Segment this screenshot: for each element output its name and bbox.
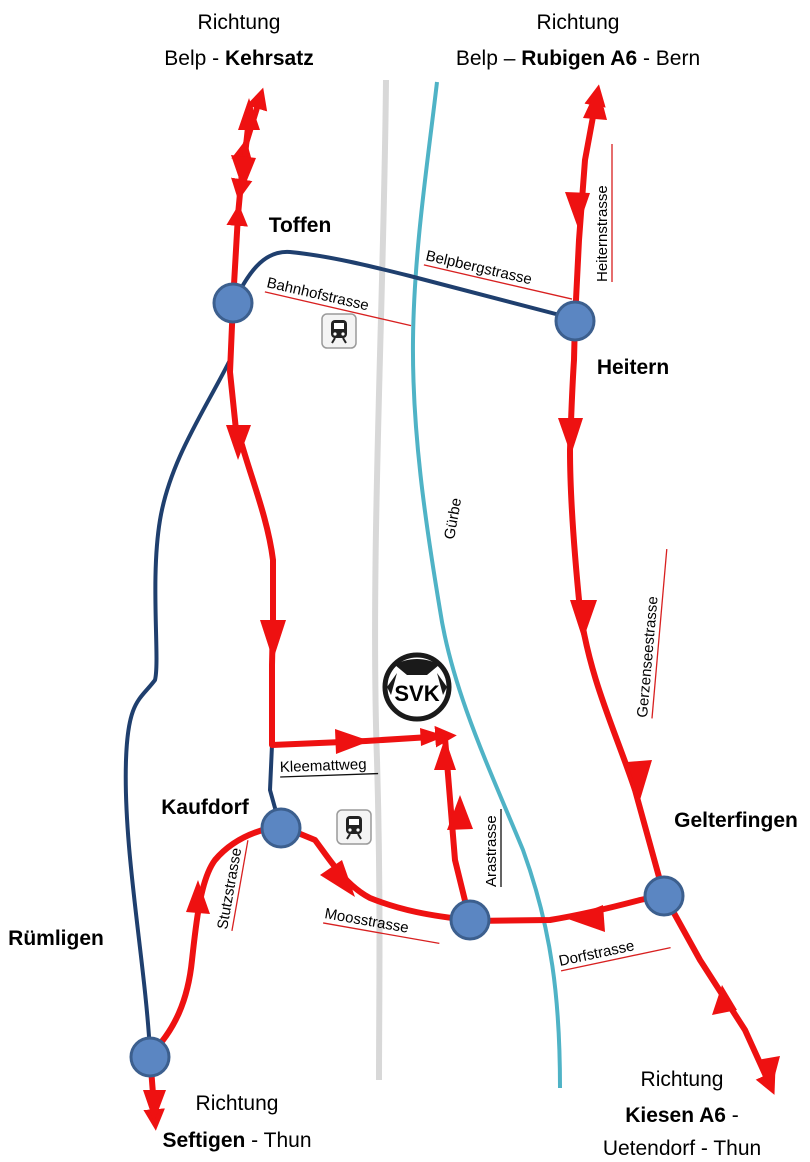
direction-ne-line2: Belp – Rubigen A6 - Bern xyxy=(456,47,700,70)
stop-gelterfingen[interactable] xyxy=(643,875,685,917)
direction-sw-line2: Seftigen - Thun xyxy=(163,1129,312,1152)
arrow-heitern-s-2 xyxy=(570,600,597,640)
direction-se-line2: Kiesen A6 - xyxy=(625,1104,739,1127)
soccer-ball-icon: SVK xyxy=(382,652,452,722)
street-label-heiternstrasse: Heiternstrasse xyxy=(594,144,613,282)
train-icon xyxy=(336,809,372,845)
stop-toffen[interactable] xyxy=(212,282,254,324)
place-gelterfingen: Gelterfingen xyxy=(674,809,798,832)
road-toffen-heitern xyxy=(231,249,577,321)
svg-text:Bahnhofstrasse: Bahnhofstrasse xyxy=(265,274,370,314)
railway-line xyxy=(372,79,389,1081)
street-label-dorfstrasse: Dorfstrasse xyxy=(557,937,671,972)
arrow-moosstrasse xyxy=(320,860,355,897)
direction-sw-line1: Richtung xyxy=(196,1092,279,1115)
route-gelterfingen-south xyxy=(661,892,776,1095)
arrow-ruemligen-out xyxy=(143,1090,166,1122)
route-kaufdorf-moosstrasse xyxy=(278,823,473,923)
stop-moosstrasse[interactable] xyxy=(449,899,491,941)
place-ruemligen: Rümligen xyxy=(8,927,104,950)
stop-heitern[interactable] xyxy=(554,300,596,342)
arrow-toffen-s-1 xyxy=(226,425,251,460)
arrow-heitern-down xyxy=(565,192,590,228)
arrow-toffen-s-2 xyxy=(260,620,286,660)
arrow-se-out xyxy=(757,1056,780,1090)
stop-ruemligen[interactable] xyxy=(129,1036,171,1078)
place-kaufdorf: Kaufdorf xyxy=(161,796,249,819)
svg-text:Heiternstrasse: Heiternstrasse xyxy=(594,185,611,282)
river-guerbe xyxy=(410,81,562,1089)
street-label-arastrasse: Arastrasse xyxy=(483,809,502,887)
place-toffen: Toffen xyxy=(269,214,332,237)
svg-text:Arastrasse: Arastrasse xyxy=(483,815,500,887)
street-label-kleemattweg: Kleemattweg xyxy=(280,756,379,778)
arrow-arastrasse-up xyxy=(434,738,456,770)
arrow-toffen-n-up xyxy=(238,98,260,130)
route-heitern-gelterfingen xyxy=(567,317,667,898)
arrow-kleemattweg-end xyxy=(420,728,446,746)
place-heitern: Heitern xyxy=(597,356,669,379)
street-label-belpbergstrasse: Belpbergstrasse xyxy=(423,247,573,300)
arrow-gelterfingen-n xyxy=(627,760,652,800)
direction-se-line1: Richtung xyxy=(641,1068,724,1091)
arrow-heitern-s-1 xyxy=(558,418,583,455)
train-icon xyxy=(321,313,357,349)
direction-nw-line2: Belp - Kehrsatz xyxy=(164,47,313,70)
road-toffen-ruemligen xyxy=(123,358,232,1054)
street-label-gerzenseestrasse: Gerzenseestrasse xyxy=(634,549,668,719)
direction-nw-line1: Richtung xyxy=(198,11,281,34)
route-kaufdorf-ruemligen xyxy=(147,823,284,1058)
logo-text: SVK xyxy=(394,681,439,706)
stop-kaufdorf[interactable] xyxy=(260,807,302,849)
arrow-arastrasse-mid xyxy=(447,795,473,830)
direction-se-line3: Uetendorf - Thun xyxy=(603,1137,761,1160)
arrow-se-inbound xyxy=(712,985,737,1015)
svg-text:Dorfstrasse: Dorfstrasse xyxy=(557,937,636,970)
arrow-kleemattweg xyxy=(335,729,370,754)
route-arrows xyxy=(143,86,780,1122)
arrow-toffen-n-down xyxy=(231,155,256,190)
arrow-stutz-up xyxy=(186,880,210,914)
arrow-dorfstrasse xyxy=(568,905,605,932)
arrow-heitern-up xyxy=(583,86,607,120)
direction-ne-line1: Richtung xyxy=(537,11,620,34)
river-label: Gürbe xyxy=(441,497,465,541)
svg-text:Kleemattweg: Kleemattweg xyxy=(280,756,367,776)
